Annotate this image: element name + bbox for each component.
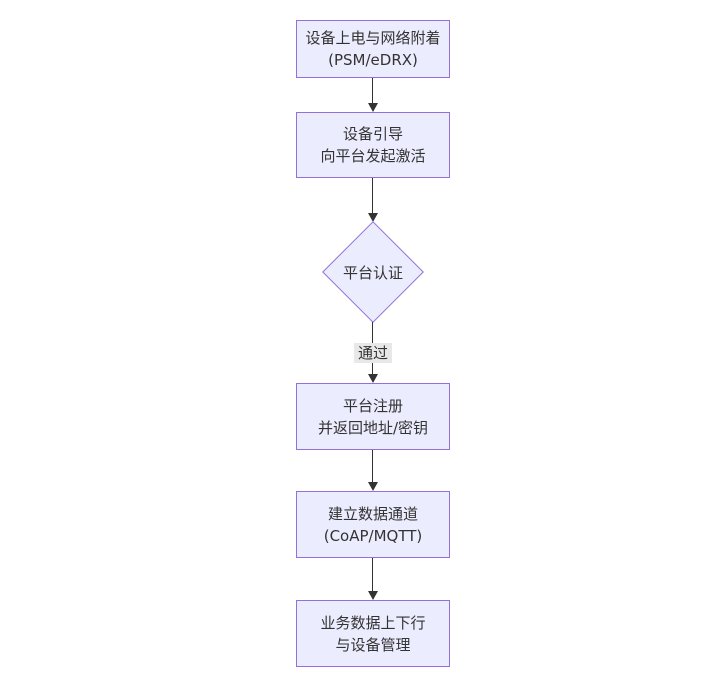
edge-line xyxy=(372,78,373,103)
edge-line xyxy=(372,558,373,591)
arrowhead-down-icon xyxy=(368,482,378,491)
node-label-line: (CoAP/MQTT) xyxy=(323,526,423,545)
node-label-line: 设备引导 xyxy=(342,125,403,143)
node-label-line: 平台认证 xyxy=(342,263,403,282)
node-label-line: (PSM/eDRX) xyxy=(328,51,418,69)
edge-label-pass: 通过 xyxy=(354,343,392,363)
node-label-line: 业务数据上下行 xyxy=(320,613,426,632)
arrowhead-down-icon xyxy=(368,374,378,383)
arrowhead-down-icon xyxy=(368,591,378,600)
flowchart-node-platform-register: 平台注册 并返回地址/密钥 xyxy=(296,383,450,450)
flowchart-node-data-channel: 建立数据通道 (CoAP/MQTT) xyxy=(296,491,450,558)
edge-line xyxy=(372,178,373,213)
flowchart-node-power-attach: 设备上电与网络附着 (PSM/eDRX) xyxy=(296,20,450,78)
edge-line xyxy=(372,450,373,482)
arrowhead-down-icon xyxy=(368,213,378,222)
flowchart-node-bootstrap: 设备引导 向平台发起激活 xyxy=(296,112,450,178)
node-label-line: 平台注册 xyxy=(342,396,403,415)
flowchart-node-business-data: 业务数据上下行 与设备管理 xyxy=(296,600,450,667)
arrowhead-down-icon xyxy=(368,103,378,112)
flowchart-node-platform-auth: 平台认证 xyxy=(322,221,424,323)
node-label-line: 与设备管理 xyxy=(335,635,411,654)
node-label-line: 建立数据通道 xyxy=(327,504,418,523)
node-label-line: 并返回地址/密钥 xyxy=(317,418,429,437)
node-label-line: 设备上电与网络附着 xyxy=(305,29,441,47)
node-label-line: 向平台发起激活 xyxy=(320,147,426,165)
